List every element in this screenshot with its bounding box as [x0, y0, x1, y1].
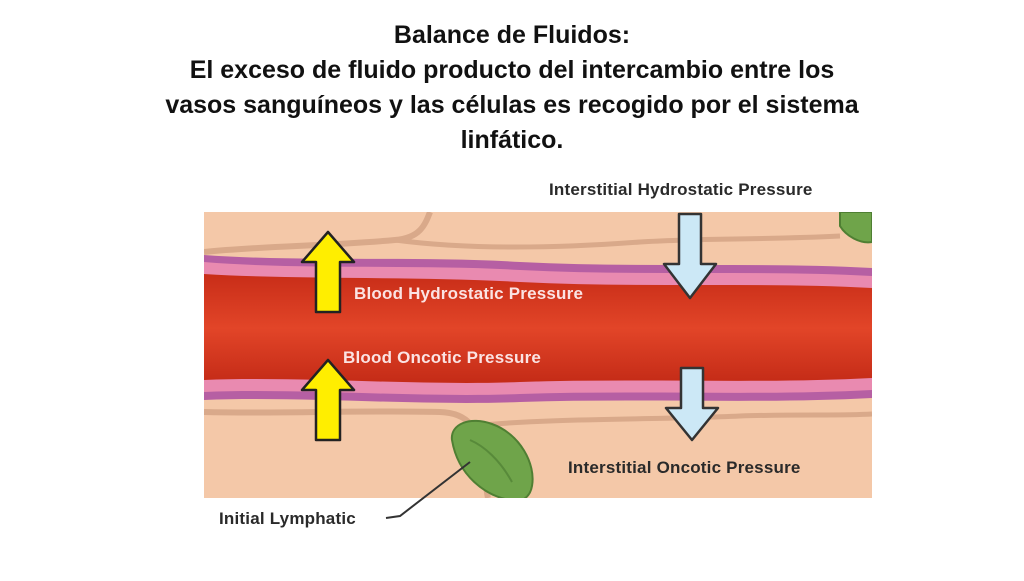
- up-arrow-icon: [300, 358, 356, 442]
- down-arrow-icon: [664, 366, 720, 442]
- tissue-cell-border: [204, 212, 433, 255]
- up-arrow-icon: [300, 230, 356, 314]
- down-arrow-icon: [662, 212, 718, 300]
- tissue-cell-border: [481, 411, 872, 428]
- lymphatic-vessel-top: [839, 212, 872, 244]
- title-line-1: Balance de Fluidos:: [393, 21, 631, 49]
- title-line-2: El exceso de fluido producto del interca…: [189, 56, 835, 84]
- slide-title: Balance de Fluidos: El exceso de fluido …: [0, 18, 1024, 158]
- interstitial-hydrostatic-pressure-label: Interstitial Hydrostatic Pressure: [549, 180, 813, 199]
- title-line-4: linfático.: [460, 126, 564, 154]
- interstitial-oncotic-pressure-label: Interstitial Oncotic Pressure: [568, 458, 801, 477]
- initial-lymphatic-detail: [469, 439, 513, 483]
- tissue-cell-border: [394, 233, 841, 250]
- title-line-3: vasos sanguíneos y las células es recogi…: [165, 91, 859, 119]
- blood-oncotic-pressure-label: Blood Oncotic Pressure: [343, 348, 542, 367]
- blood-lumen: [204, 274, 872, 383]
- initial-lymphatic-label: Initial Lymphatic: [219, 509, 356, 528]
- initial-lymphatic-leader-line: [385, 461, 471, 519]
- blood-hydrostatic-pressure-label: Blood Hydrostatic Pressure: [354, 284, 584, 303]
